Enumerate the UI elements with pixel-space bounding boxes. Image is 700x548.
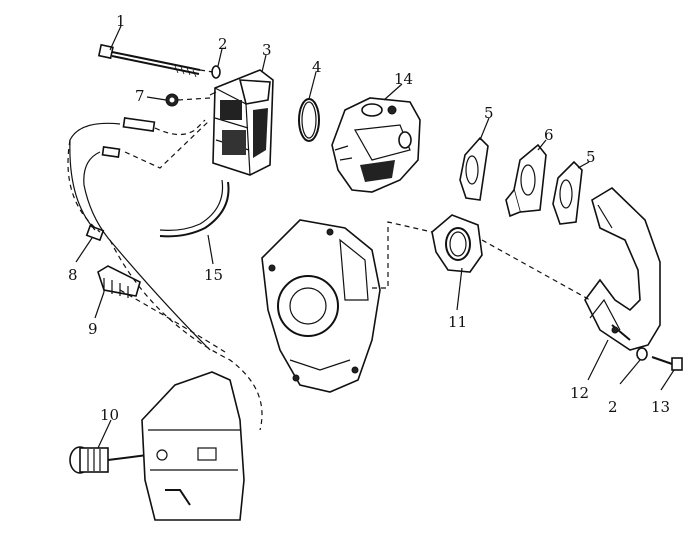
- part-8-pin: [85, 224, 105, 242]
- part-15-hose: [159, 179, 230, 238]
- part-5-gasket-left: [459, 136, 489, 201]
- callout-8: 8: [68, 266, 78, 284]
- part-7-nut: [165, 93, 179, 107]
- callout-2-bottom: 2: [608, 398, 618, 416]
- part-3-filter-housing: [209, 69, 274, 176]
- callout-14: 14: [394, 70, 413, 88]
- part-9-clip: [97, 265, 141, 298]
- part-11-flange: [431, 214, 483, 273]
- callout-13: 13: [651, 398, 670, 416]
- callout-7: 7: [135, 87, 145, 105]
- lower-cover: [141, 371, 245, 521]
- engine-block: [261, 219, 381, 393]
- part-10-knob: [69, 446, 156, 474]
- part-2-washer-bottom: [636, 347, 648, 361]
- part-14-carburetor: [331, 97, 421, 193]
- callout-12: 12: [570, 384, 589, 402]
- callout-9: 9: [88, 320, 98, 338]
- callout-6: 6: [544, 126, 554, 144]
- callout-labels: 1 2 3 4 7 14 5 6 5 8 15 9 11 10 12 2 13: [68, 12, 670, 424]
- part-4-o-ring: [298, 98, 320, 142]
- callout-2-top: 2: [218, 35, 228, 53]
- part-2-washer-top: [211, 65, 221, 79]
- leader-lines: [75, 25, 675, 449]
- callout-1: 1: [116, 12, 126, 30]
- callout-5-left: 5: [484, 104, 494, 122]
- callout-4: 4: [312, 58, 322, 76]
- part-12-intake-manifold: [584, 186, 661, 351]
- callout-5-right: 5: [586, 148, 596, 166]
- part-1-long-bolt: [97, 43, 201, 78]
- callout-3: 3: [262, 41, 272, 59]
- callout-15: 15: [204, 266, 223, 284]
- part-13-bolt: [651, 356, 683, 371]
- part-6-spacer: [505, 143, 547, 218]
- fuel-line: [69, 117, 211, 351]
- part-5-gasket-right: [552, 160, 583, 225]
- callout-11: 11: [448, 313, 467, 331]
- assembly-lines: [67, 69, 591, 431]
- callout-10: 10: [100, 406, 119, 424]
